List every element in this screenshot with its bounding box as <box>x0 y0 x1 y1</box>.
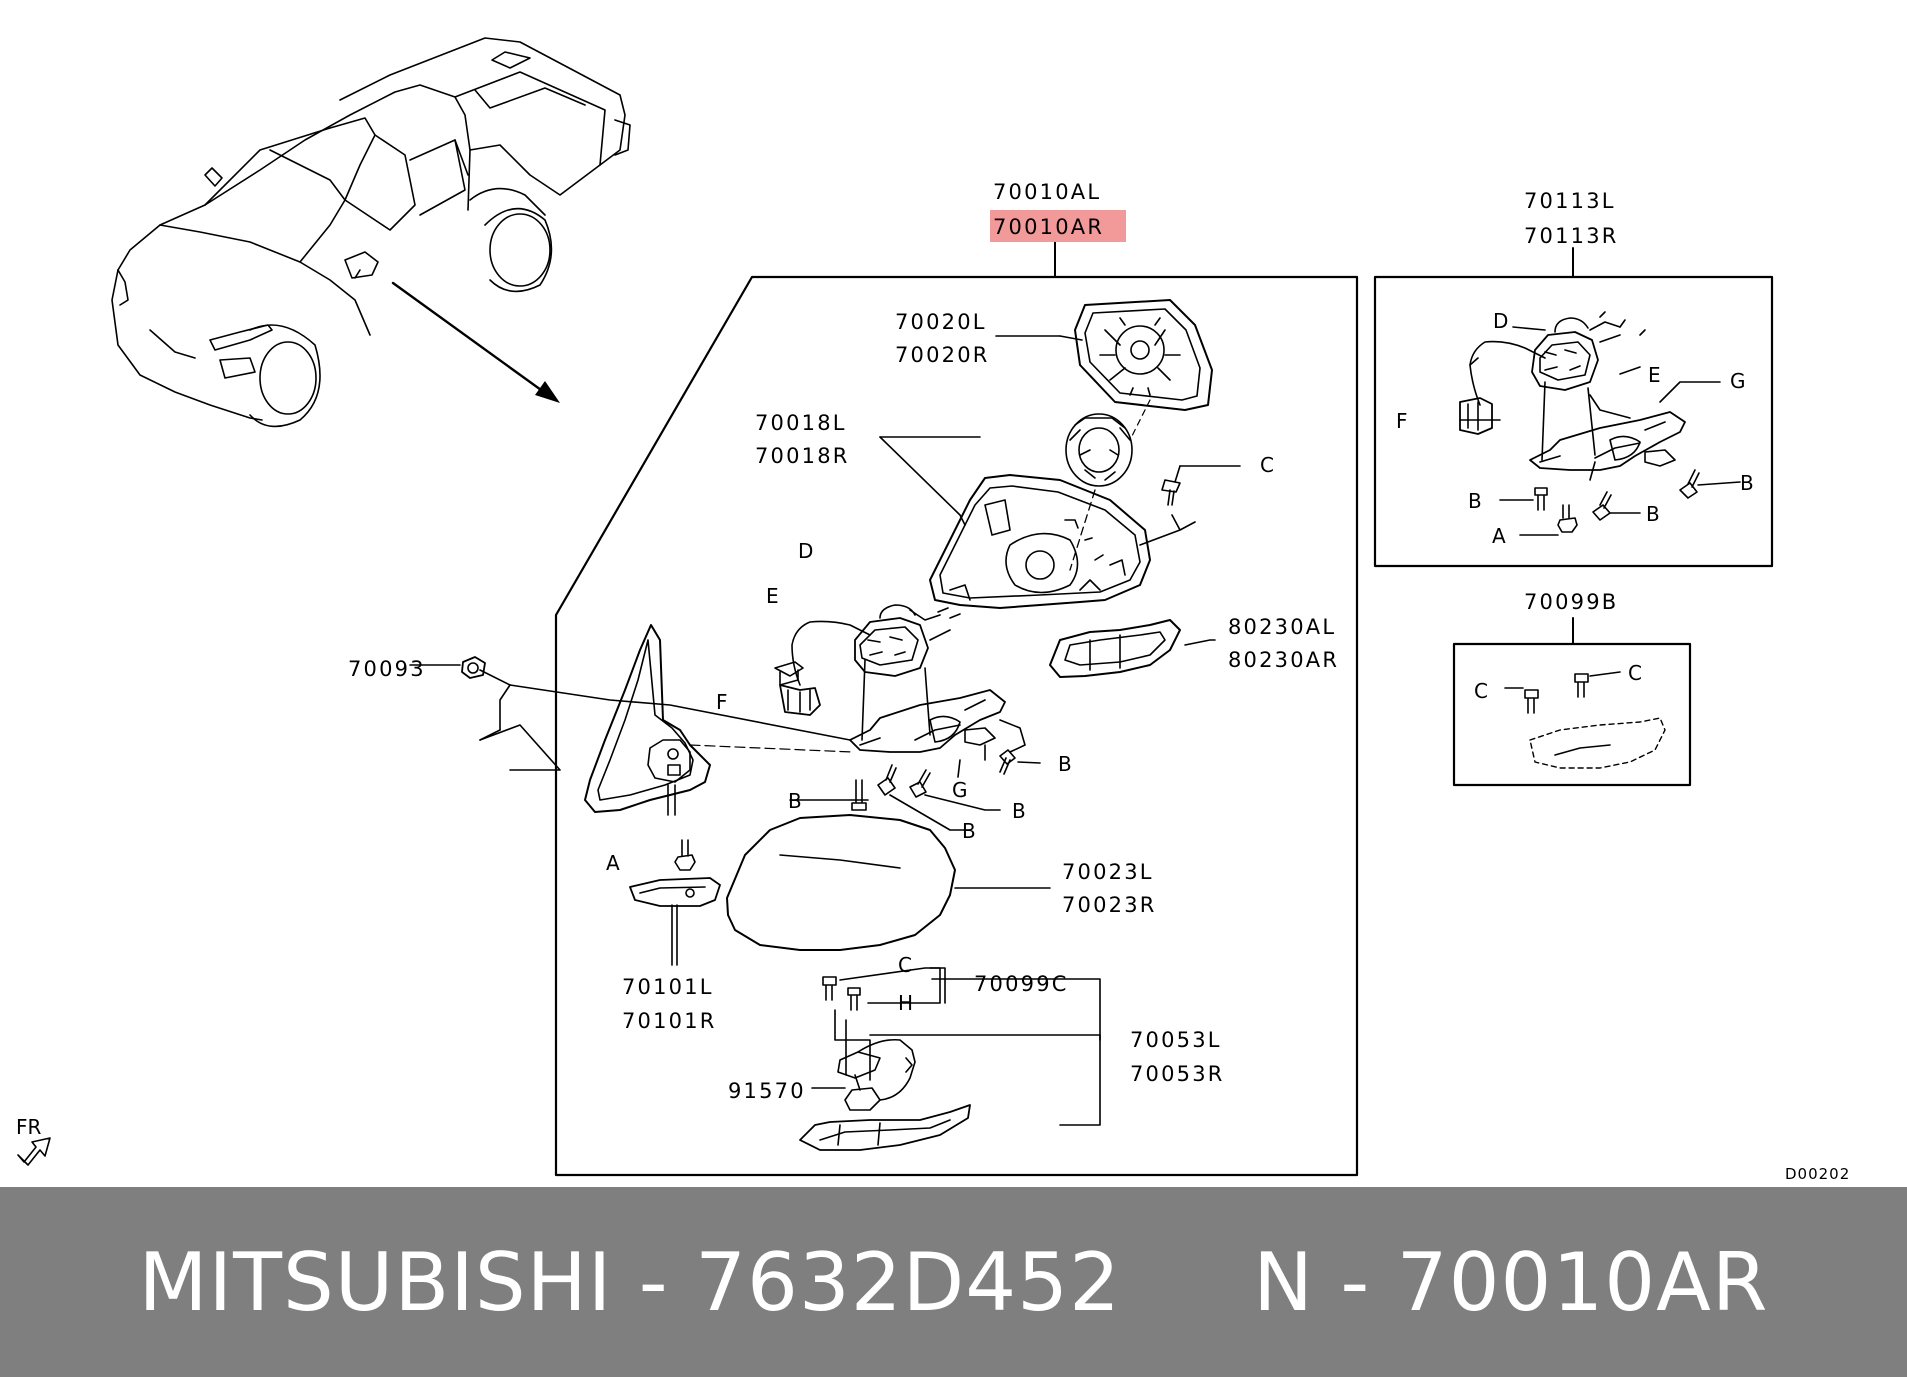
screw-c-lower <box>822 976 837 1001</box>
screw-b-3 <box>877 764 897 796</box>
letter-f-main: F <box>716 690 728 714</box>
label-70113r: 70113R <box>1524 224 1619 248</box>
motor-frame <box>1373 275 1774 568</box>
part-number-caption: MITSUBISHI - 7632D452 N - 70010AR <box>138 1235 1769 1329</box>
mirror-motor <box>774 604 1026 761</box>
connector-f-main <box>779 684 821 716</box>
label-91570: 91570 <box>728 1079 806 1103</box>
letter-b-right-3: B <box>1646 502 1660 526</box>
label-70023r: 70023R <box>1062 893 1157 917</box>
mirror-glass <box>1074 299 1213 411</box>
letter-a-right: A <box>1492 524 1506 548</box>
label-80230ar: 80230AR <box>1228 648 1339 672</box>
label-70023l: 70023L <box>1062 860 1154 884</box>
socket-91570 <box>837 1038 916 1111</box>
label-70101r: 70101R <box>622 1009 717 1033</box>
kit-frame <box>1452 642 1692 787</box>
label-70018l: 70018L <box>755 411 847 435</box>
base-cover <box>629 877 721 907</box>
letter-f-right: F <box>1396 409 1408 433</box>
letter-a-main: A <box>606 851 620 875</box>
screw-b-2 <box>851 779 867 811</box>
letter-c-kit-1: C <box>1474 679 1488 703</box>
letter-b-right-2: B <box>1740 471 1754 495</box>
actuator-plate <box>1065 413 1133 571</box>
assembly-frame <box>554 275 1359 1177</box>
label-diagram-code: D00202 <box>1785 1165 1850 1183</box>
screw-h-lower <box>847 987 861 1011</box>
motor-detail <box>1459 311 1741 536</box>
nut-70093 <box>461 656 486 679</box>
label-70053r: 70053R <box>1130 1062 1225 1086</box>
part-highlight <box>990 210 1126 242</box>
letter-b-1: B <box>1058 752 1072 776</box>
mirror-cover <box>726 814 956 951</box>
label-70018r: 70018R <box>755 444 850 468</box>
letter-b-4: B <box>962 819 976 843</box>
screw-a-main <box>674 839 696 871</box>
screw-c-housing <box>1161 479 1181 506</box>
lower-lamp <box>799 1104 971 1151</box>
kit-detail <box>1504 671 1666 769</box>
mirror-base <box>584 624 711 816</box>
vehicle-illustration <box>111 37 631 428</box>
letter-g-main: G <box>952 778 968 802</box>
screw-b-4 <box>909 769 931 798</box>
label-70093: 70093 <box>348 657 426 681</box>
label-80230al: 80230AL <box>1228 615 1336 639</box>
letter-e-main: E <box>766 584 779 608</box>
letter-c-lower: C <box>898 953 912 977</box>
letter-c-main: C <box>1260 453 1274 477</box>
letter-c-kit-2: C <box>1628 661 1642 685</box>
letter-d-right: D <box>1493 309 1508 333</box>
label-70113l: 70113L <box>1524 189 1616 213</box>
label-70099c: 70099C <box>974 972 1069 996</box>
label-70099b: 70099B <box>1524 590 1618 614</box>
letter-b-2: B <box>788 789 802 813</box>
turn-lamp <box>1049 619 1181 678</box>
parts-diagram: 70010AL 70010AR 70113L 70113R 70020L 700… <box>16 37 1850 1183</box>
footer-bar: MITSUBISHI - 7632D452 N - 70010AR <box>0 1187 1907 1377</box>
letter-b-3: B <box>1012 799 1026 823</box>
letter-b-right-1: B <box>1468 489 1482 513</box>
letter-d-main: D <box>798 539 813 563</box>
letter-e-right: E <box>1648 363 1661 387</box>
screw-b-1 <box>999 749 1016 775</box>
label-70010ar: 70010AR <box>993 215 1104 239</box>
label-70020r: 70020R <box>895 343 990 367</box>
label-70020l: 70020L <box>895 310 987 334</box>
label-70101l: 70101L <box>622 975 714 999</box>
letter-h-lower: H <box>898 991 913 1015</box>
letter-g-right: G <box>1730 369 1746 393</box>
label-70053l: 70053L <box>1130 1028 1222 1052</box>
label-70010al: 70010AL <box>993 180 1101 204</box>
front-direction-arrow <box>17 1137 51 1166</box>
mirror-housing <box>929 474 1151 609</box>
label-fr: FR <box>16 1115 42 1139</box>
